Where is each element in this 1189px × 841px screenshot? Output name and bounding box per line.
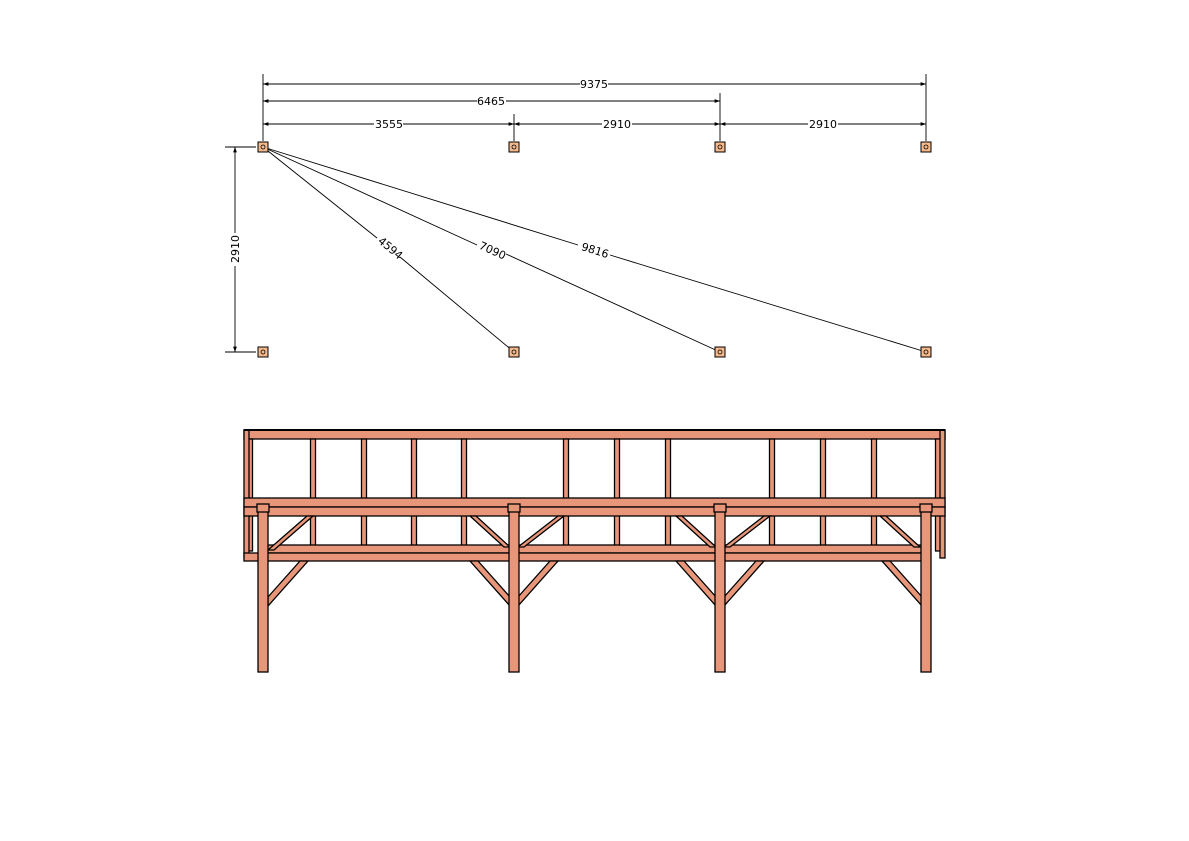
baluster-11 xyxy=(870,438,878,552)
diagonal-3: 9816 xyxy=(262,146,927,353)
upper-brace-2 xyxy=(468,515,512,548)
dimension-span-2: 2910 xyxy=(514,118,720,131)
deck-beam-lower xyxy=(243,506,946,517)
baluster-9 xyxy=(768,438,776,552)
upper-brace-6 xyxy=(878,515,922,548)
post-footprint-8 xyxy=(920,346,932,358)
main-post-4 xyxy=(920,506,932,673)
post-bolt xyxy=(511,349,517,355)
dimension-span-3-label: 2910 xyxy=(809,118,837,131)
main-post-3 xyxy=(714,506,726,673)
diagonal-3-label: 9816 xyxy=(580,240,611,261)
post-cap-1 xyxy=(256,503,270,513)
dimension-overall-label: 9375 xyxy=(580,78,608,91)
dimension-depth: 2910 xyxy=(229,147,242,352)
lower-brace-4 xyxy=(674,560,717,608)
dimension-second-label: 6465 xyxy=(477,95,505,108)
post-cap-4 xyxy=(919,503,933,513)
plan-view: 9375 6465 3555 2910 2910 2910 xyxy=(225,74,932,358)
baluster-4 xyxy=(410,438,418,552)
lower-beam xyxy=(263,544,926,554)
post-square xyxy=(714,141,726,153)
baluster-2 xyxy=(309,438,317,552)
elevation-view xyxy=(243,429,946,673)
post-square xyxy=(257,141,269,153)
diagonal-2-label: 7090 xyxy=(477,239,508,262)
baluster-6 xyxy=(562,438,570,552)
dimension-overall: 9375 xyxy=(263,78,926,91)
dimension-depth-label: 2910 xyxy=(229,235,242,263)
post-bolt xyxy=(260,144,266,150)
dimension-span-1-label: 3555 xyxy=(375,118,403,131)
dimension-span-3: 2910 xyxy=(720,118,926,131)
post-square xyxy=(508,141,520,153)
plan-posts xyxy=(257,141,932,358)
post-footprint-4 xyxy=(920,141,932,153)
post-footprint-5 xyxy=(257,346,269,358)
post-bolt xyxy=(260,349,266,355)
extension-lines xyxy=(225,74,927,353)
post-square xyxy=(920,141,932,153)
diagonal-2: 7090 xyxy=(262,146,721,353)
deck-beam-upper xyxy=(243,497,946,508)
lower-brace-2 xyxy=(468,560,511,608)
post-square xyxy=(257,346,269,358)
post-square xyxy=(714,346,726,358)
post-bolt xyxy=(717,349,723,355)
back-top-rail xyxy=(243,429,946,440)
post-footprint-6 xyxy=(508,346,520,358)
main-post-1 xyxy=(257,506,269,673)
lower-beam-front xyxy=(243,552,926,562)
lower-brace-6 xyxy=(880,560,923,608)
post-footprint-2 xyxy=(508,141,520,153)
lower-brace-1 xyxy=(267,560,310,608)
lower-brace-3 xyxy=(517,560,560,608)
upper-brace-4 xyxy=(674,515,718,548)
upper-brace-3 xyxy=(516,515,566,548)
upper-brace-1 xyxy=(266,515,315,551)
main-post-2 xyxy=(508,506,520,673)
dimension-second: 6465 xyxy=(263,95,720,108)
baluster-3 xyxy=(360,438,368,552)
post-bolt xyxy=(511,144,517,150)
upper-brace-5 xyxy=(722,515,772,548)
diagonal-1: 4594 xyxy=(262,146,515,353)
post-square xyxy=(508,346,520,358)
post-bolt xyxy=(923,144,929,150)
baluster-5 xyxy=(460,438,468,552)
baluster-7 xyxy=(613,438,621,552)
railing-side-right xyxy=(939,429,946,559)
post-cap-2 xyxy=(507,503,521,513)
lower-brace-5 xyxy=(723,560,766,608)
post-cap-3 xyxy=(713,503,727,513)
baluster-8 xyxy=(664,438,672,552)
post-bolt xyxy=(923,349,929,355)
railing-side-left xyxy=(243,429,250,559)
dimension-span-1: 3555 xyxy=(263,118,514,131)
post-footprint-7 xyxy=(714,346,726,358)
post-square xyxy=(920,346,932,358)
post-footprint-1 xyxy=(257,141,269,153)
post-footprint-3 xyxy=(714,141,726,153)
baluster-10 xyxy=(819,438,827,552)
dimension-span-2-label: 2910 xyxy=(603,118,631,131)
post-bolt xyxy=(717,144,723,150)
